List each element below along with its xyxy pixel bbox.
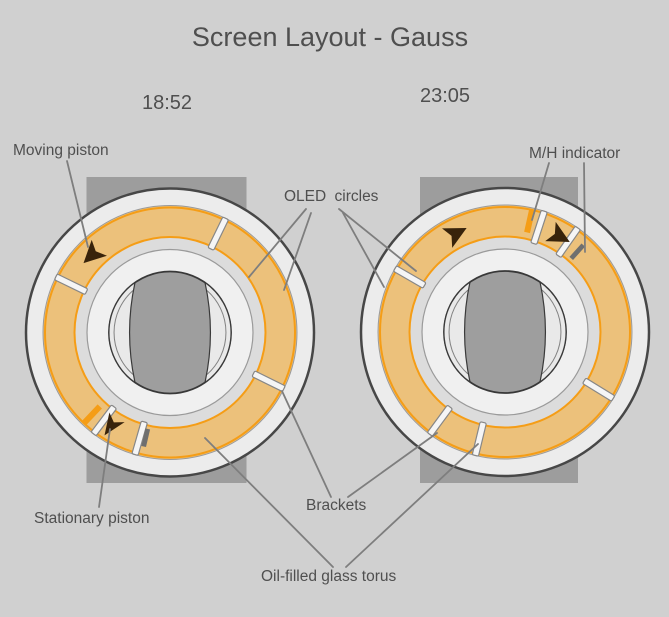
glass-lens-right	[539, 280, 567, 384]
bracket-tick	[530, 210, 548, 245]
leader-brackets-left	[281, 390, 332, 498]
leader-oled-4	[342, 212, 385, 288]
page-title: Screen Layout - Gauss	[191, 22, 469, 52]
annotation-brackets: Brackets	[306, 497, 367, 514]
leader-oled-1	[248, 208, 307, 278]
leader-brackets-right	[347, 432, 438, 498]
left-watch	[24, 177, 316, 483]
bracket-tick	[582, 377, 615, 402]
h-indicator-bar	[569, 243, 586, 261]
stationary-piston	[545, 221, 570, 243]
glass-lens-line	[113, 290, 134, 375]
glass-lens-right	[204, 281, 232, 384]
annotation-oil-filled-glass-torus: Oil-filled glass torus	[261, 568, 397, 585]
leader-lines	[66, 160, 586, 568]
bracket-tick	[251, 370, 286, 392]
right-watch	[359, 177, 651, 483]
annotation-moving-piston: Moving piston	[13, 142, 109, 159]
bracket-tick	[207, 216, 229, 251]
h-indicator-bar	[141, 428, 151, 448]
leader-oil-left	[204, 437, 334, 568]
m-indicator-bar	[524, 209, 535, 234]
glass-lens-line	[541, 289, 562, 375]
bracket-tick	[131, 420, 148, 456]
annotation-oled-circles: OLED circles	[284, 188, 379, 205]
oled-circle-outer	[44, 206, 296, 459]
leader-moving-piston	[66, 160, 89, 248]
bracket-tick	[427, 405, 453, 437]
leader-oled-2	[283, 212, 312, 291]
time-label-left: 18:52	[141, 92, 193, 114]
leader-mh-2	[583, 162, 586, 253]
glass-lens-left	[108, 281, 136, 384]
glass-lens-line	[206, 290, 227, 375]
time-label-right: 23:05	[419, 85, 471, 107]
leader-mh-1	[531, 162, 550, 221]
leader-oled-3	[338, 208, 417, 272]
oled-circle-outer	[379, 206, 631, 458]
annotation-mh-indicator: M/H indicator	[529, 145, 621, 162]
leader-oil-right	[345, 443, 479, 568]
bracket-tick	[393, 265, 427, 289]
bracket-tick	[471, 421, 487, 457]
glass-lens-line	[448, 289, 469, 375]
moving-piston	[83, 239, 107, 264]
annotation-stationary-piston: Stationary piston	[34, 510, 150, 527]
moving-piston	[442, 227, 467, 248]
m-indicator-bar	[81, 404, 102, 426]
bracket-tick	[54, 273, 88, 295]
glass-lens-left	[443, 280, 471, 384]
bracket-tick	[91, 404, 117, 436]
leader-stationary-piston	[98, 428, 111, 508]
